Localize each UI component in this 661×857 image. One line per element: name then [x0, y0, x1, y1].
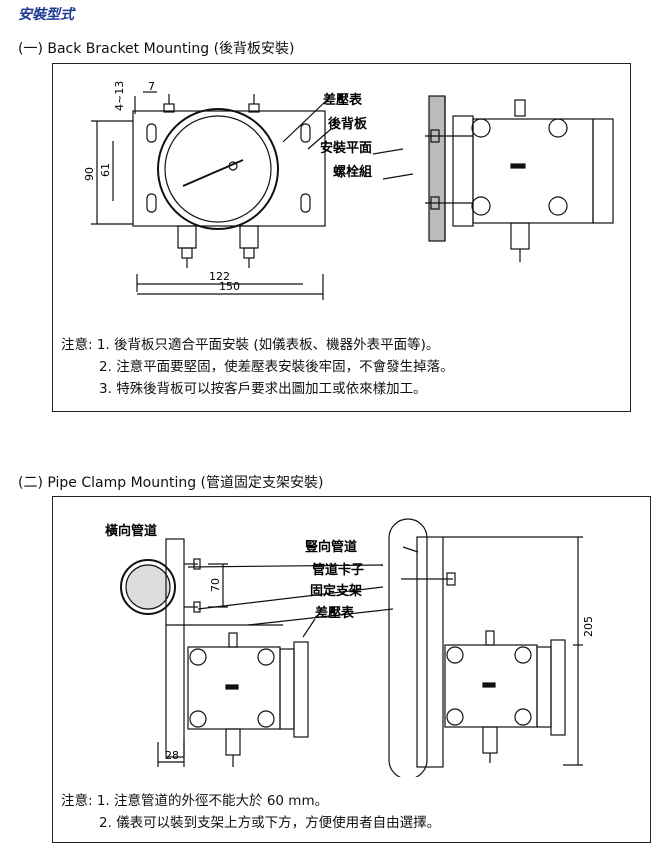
dim-w1: 122 — [209, 270, 230, 283]
back-bracket-diagram: 差壓表 後背板 安裝平面 螺栓組 4~13 7 90 61 122 150 — [83, 80, 614, 300]
label-gauge: 差壓表 — [323, 92, 363, 108]
dim-28: 28 — [165, 749, 179, 762]
pipe-clamp-diagram: 橫向管道 豎向管道 管道卡子 固定支架 差壓表 70 28 205 — [105, 518, 595, 777]
dim-h2: 61 — [99, 163, 112, 177]
note2-line2: 2. 儀表可以裝到支架上方或下方，方便使用者自由選擇。 — [99, 815, 441, 831]
label-mount-surface: 安裝平面 — [320, 140, 372, 156]
dim-205: 205 — [582, 616, 595, 637]
section2-heading: (二) Pipe Clamp Mounting (管道固定支架安裝) — [18, 475, 324, 491]
dim-h1: 90 — [83, 167, 96, 181]
back-plate — [132, 110, 326, 227]
section1-heading: (一) Back Bracket Mounting (後背板安裝) — [18, 41, 295, 57]
dim-70: 70 — [209, 578, 222, 592]
page-title: 安裝型式 — [18, 7, 74, 23]
dim-b: 7 — [148, 80, 155, 93]
label-gauge2: 差壓表 — [315, 605, 355, 621]
note2-line1: 注意: 1. 注意管道的外徑不能大於 60 mm。 — [61, 793, 329, 809]
note1-line1: 注意: 1. 後背板只適合平面安裝 (如儀表板、機器外表平面等)。 — [61, 337, 440, 353]
section2-box: 橫向管道 豎向管道 管道卡子 固定支架 差壓表 70 28 205 注意: 1.… — [52, 496, 651, 843]
section1-box: 差壓表 後背板 安裝平面 螺栓組 4~13 7 90 61 122 150 注意… — [52, 63, 631, 412]
label-bolt-set: 螺栓組 — [333, 164, 372, 180]
label-bracket: 固定支架 — [310, 583, 362, 599]
note1-line3: 3. 特殊後背板可以按客戶要求出圖加工或依來樣加工。 — [99, 381, 427, 397]
label-vertical-pipe: 豎向管道 — [305, 539, 357, 555]
label-back-plate: 後背板 — [328, 116, 368, 132]
gauge-face — [157, 108, 279, 230]
dim-a: 4~13 — [113, 81, 126, 111]
dim-w2: 150 — [219, 280, 240, 293]
label-horizontal-pipe: 橫向管道 — [105, 523, 157, 539]
label-clamp: 管道卡子 — [312, 562, 364, 578]
note1-line2: 2. 注意平面要堅固，使差壓表安裝後牢固，不會發生掉落。 — [99, 359, 454, 375]
